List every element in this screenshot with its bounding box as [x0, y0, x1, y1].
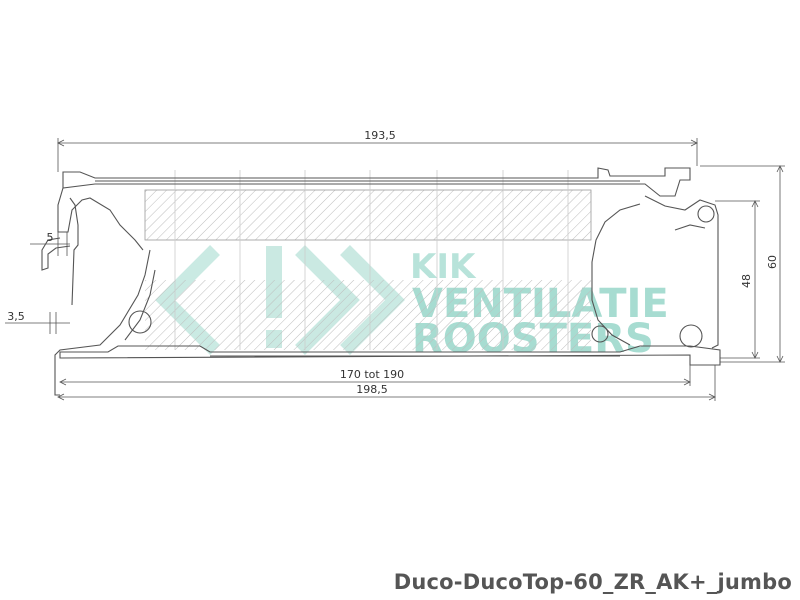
- dimension-lines: [5, 138, 785, 401]
- grid-lines: [174, 170, 569, 350]
- dim-label-inner-range: 170 tot 190: [340, 368, 404, 381]
- profile-outline: [41, 167, 721, 396]
- dim-label-left-lower: 3,5: [7, 310, 25, 323]
- dim-label-height-inner: 48: [740, 274, 753, 288]
- hatched-insulation: [144, 189, 592, 350]
- drawing-caption: Duco-DucoTop-60_ZR_AK+_jumbo: [393, 570, 792, 594]
- dim-label-bottom-width: 198,5: [356, 383, 388, 396]
- dim-label-height-total: 60: [766, 255, 779, 269]
- dim-label-top-width: 193,5: [364, 129, 396, 142]
- dim-label-left-small: 5: [47, 231, 54, 244]
